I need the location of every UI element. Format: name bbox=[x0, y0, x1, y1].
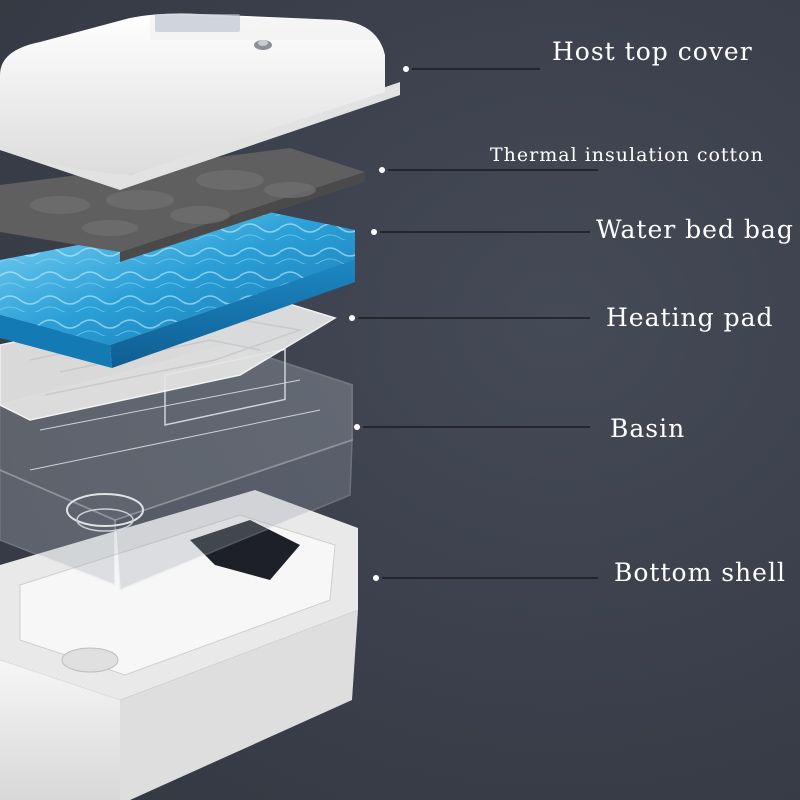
bottom-shell-shape bbox=[0, 490, 358, 800]
leader-waterbed bbox=[371, 229, 590, 235]
label-bottom-shell: Bottom shell bbox=[614, 558, 786, 587]
leader-lines bbox=[349, 66, 598, 581]
label-host-top-cover: Host top cover bbox=[552, 37, 753, 66]
host-top-cover-shape bbox=[0, 13, 400, 190]
label-water-bed-bag: Water bed bag bbox=[596, 215, 794, 244]
label-heating-pad: Heating pad bbox=[606, 303, 774, 332]
label-basin: Basin bbox=[610, 414, 686, 443]
label-thermal-insulation-cotton: Thermal insulation cotton bbox=[490, 144, 764, 166]
leader-cover bbox=[403, 66, 540, 72]
leader-cotton bbox=[379, 167, 598, 173]
leader-heating bbox=[349, 315, 590, 321]
leader-basin bbox=[354, 424, 590, 430]
leader-shell bbox=[373, 575, 598, 581]
